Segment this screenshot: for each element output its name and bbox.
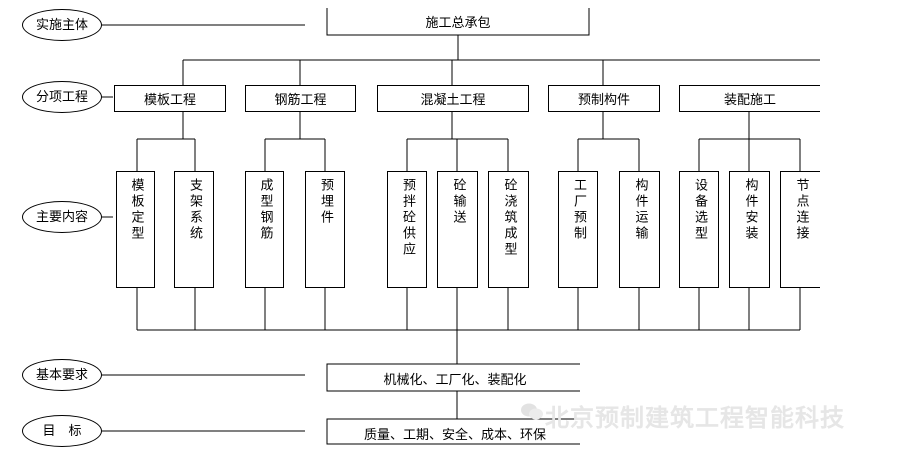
subitem-precast: 预制构件 bbox=[548, 85, 660, 112]
row-label-subitems: 分项工程 bbox=[22, 81, 102, 113]
subitem-rebar: 钢筋工程 bbox=[245, 85, 356, 112]
goal-box-label: 质量、工期、安全、成本、环保 bbox=[363, 428, 546, 443]
row-label-content: 主要内容 bbox=[22, 201, 102, 233]
subitem-assembly: 装配施工 bbox=[679, 85, 820, 112]
content-formwork-shaping: 模板定型 bbox=[116, 171, 155, 288]
content-ready-mix: 预拌砼供应 bbox=[387, 171, 427, 288]
content-embedded-parts: 预埋件 bbox=[305, 171, 345, 288]
subitem-formwork: 模板工程 bbox=[114, 85, 226, 112]
content-formed-rebar: 成型钢筋 bbox=[245, 171, 284, 288]
content-factory-precast: 工厂预制 bbox=[558, 171, 598, 288]
content-concrete-casting: 砼浇筑成型 bbox=[488, 171, 529, 288]
top-box-label: 施工总承包 bbox=[425, 16, 491, 31]
content-node-connection: 节点连接 bbox=[780, 171, 820, 288]
row-label-goal: 目 标 bbox=[22, 415, 102, 447]
wechat-icon bbox=[521, 403, 543, 420]
watermark-text: 北京预制建筑工程智能科技 bbox=[545, 404, 845, 432]
content-support-system: 支架系统 bbox=[174, 171, 214, 288]
content-equipment-selection: 设备选型 bbox=[679, 171, 719, 288]
row-label-entity: 实施主体 bbox=[22, 9, 102, 41]
content-component-transport: 构件运输 bbox=[619, 171, 660, 288]
content-component-install: 构件安装 bbox=[729, 171, 770, 288]
subitem-concrete: 混凝土工程 bbox=[377, 85, 529, 112]
requirement-box-label: 机械化、工厂化、装配化 bbox=[383, 373, 527, 388]
content-concrete-transport: 砼输送 bbox=[437, 171, 478, 288]
row-label-requirement: 基本要求 bbox=[22, 359, 102, 391]
